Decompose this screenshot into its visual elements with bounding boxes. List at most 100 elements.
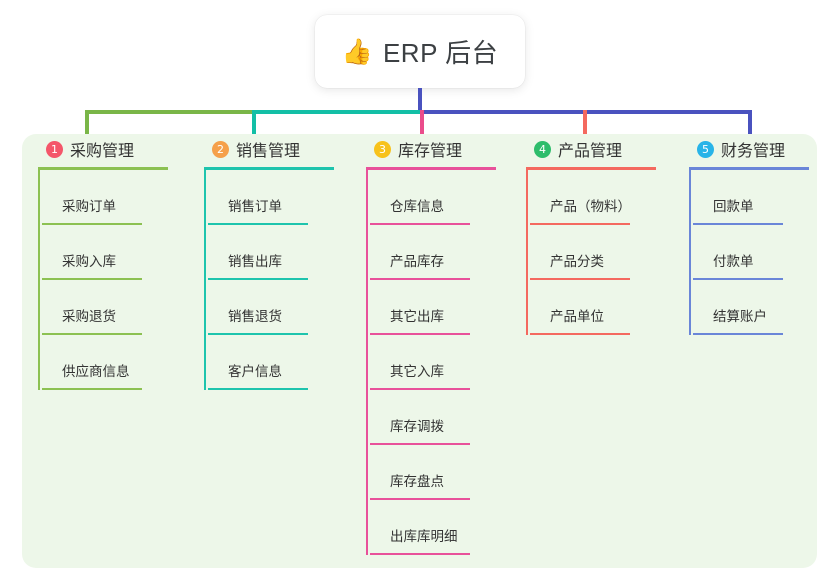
category-number-badge: 4 — [534, 140, 551, 158]
menu-item-underline — [208, 223, 308, 225]
menu-item[interactable]: 出库库明细 — [366, 500, 512, 555]
menu-item[interactable]: 产品（物料） — [526, 170, 672, 225]
menu-item[interactable]: 采购退货 — [38, 280, 184, 335]
menu-item-underline — [42, 388, 142, 390]
menu-item[interactable]: 其它入库 — [366, 335, 512, 390]
menu-item[interactable]: 销售退货 — [204, 280, 350, 335]
menu-item-label: 回款单 — [713, 199, 754, 214]
category-title: 库存管理 — [398, 143, 463, 160]
menu-item[interactable]: 产品库存 — [366, 225, 512, 280]
category-column: 5 财务管理回款单付款单结算账户 — [685, 134, 825, 335]
category-underline — [366, 167, 496, 170]
menu-item-underline — [370, 388, 470, 390]
menu-item-underline — [42, 278, 142, 280]
menu-item-label: 销售退货 — [228, 309, 282, 324]
menu-item[interactable]: 库存盘点 — [366, 445, 512, 500]
category-underline — [38, 167, 168, 170]
category-header[interactable]: 3 库存管理 — [362, 134, 512, 164]
category-column: 3 库存管理仓库信息产品库存其它出库其它入库库存调拨库存盘点出库库明细 — [362, 134, 512, 555]
category-items: 回款单付款单结算账户 — [685, 170, 825, 335]
connector-drop-col-5 — [748, 110, 752, 150]
menu-item[interactable]: 付款单 — [689, 225, 825, 280]
menu-item-underline — [370, 278, 470, 280]
thumbs-up-icon: 👍 — [341, 37, 373, 66]
category-column: 4 产品管理产品（物料） 产品分类产品单位 — [522, 134, 672, 335]
menu-item-label: 采购退货 — [62, 309, 116, 324]
category-column: 1 采购管理采购订单采购入库采购退货供应商信息 — [34, 134, 184, 390]
category-items: 产品（物料） 产品分类产品单位 — [522, 170, 672, 335]
menu-item[interactable]: 产品分类 — [526, 225, 672, 280]
menu-item[interactable]: 产品单位 — [526, 280, 672, 335]
menu-item[interactable]: 结算账户 — [689, 280, 825, 335]
menu-item-underline — [208, 388, 308, 390]
menu-item-underline — [370, 333, 470, 335]
category-header[interactable]: 4 产品管理 — [522, 134, 672, 164]
connector-horizontal-mid — [252, 110, 420, 114]
menu-item-label: 库存盘点 — [390, 474, 444, 489]
menu-item-label: 销售出库 — [228, 254, 282, 269]
category-spine — [38, 170, 40, 390]
connector-drop-col-4 — [583, 110, 587, 150]
category-items: 销售订单销售出库销售退货客户信息 — [200, 170, 350, 390]
category-title: 销售管理 — [236, 143, 301, 160]
category-header[interactable]: 5 财务管理 — [685, 134, 825, 164]
menu-item-label: 结算账户 — [713, 309, 767, 324]
menu-item-underline — [370, 498, 470, 500]
menu-item-label: 付款单 — [713, 254, 754, 269]
category-underline — [204, 167, 334, 170]
menu-item-underline — [693, 333, 783, 335]
menu-item-label: 其它出库 — [390, 309, 444, 324]
category-spine — [366, 170, 368, 555]
menu-item[interactable]: 采购订单 — [38, 170, 184, 225]
menu-item[interactable]: 库存调拨 — [366, 390, 512, 445]
menu-item-label: 产品库存 — [390, 254, 444, 269]
category-header[interactable]: 1 采购管理 — [34, 134, 184, 164]
menu-item[interactable]: 销售出库 — [204, 225, 350, 280]
category-title: 采购管理 — [70, 143, 135, 160]
menu-item[interactable]: 采购入库 — [38, 225, 184, 280]
menu-item-underline — [42, 333, 142, 335]
menu-item-label: 采购入库 — [62, 254, 116, 269]
menu-item-underline — [370, 553, 470, 555]
menu-item-label: 仓库信息 — [390, 199, 444, 214]
root-node-title: ERP 后台 — [382, 38, 499, 68]
menu-item[interactable]: 客户信息 — [204, 335, 350, 390]
connector-drop-col-1 — [85, 110, 89, 150]
menu-item-underline — [530, 333, 630, 335]
menu-item[interactable]: 销售订单 — [204, 170, 350, 225]
menu-item-label: 产品分类 — [550, 254, 604, 269]
menu-item[interactable]: 仓库信息 — [366, 170, 512, 225]
category-items: 仓库信息产品库存其它出库其它入库库存调拨库存盘点出库库明细 — [362, 170, 512, 555]
menu-item[interactable]: 其它出库 — [366, 280, 512, 335]
menu-item[interactable]: 回款单 — [689, 170, 825, 225]
category-title: 财务管理 — [721, 143, 786, 160]
menu-item-label: 客户信息 — [228, 364, 282, 379]
menu-item-underline — [693, 278, 783, 280]
menu-item-label: 库存调拨 — [390, 419, 444, 434]
category-title: 产品管理 — [558, 143, 623, 160]
menu-item-underline — [208, 333, 308, 335]
category-spine — [526, 170, 528, 335]
category-number-badge: 1 — [46, 140, 63, 158]
menu-item-label: 其它入库 — [390, 364, 444, 379]
connector-stem — [418, 88, 422, 114]
category-spine — [689, 170, 691, 335]
menu-item-label: 供应商信息 — [62, 364, 130, 379]
menu-item[interactable]: 供应商信息 — [38, 335, 184, 390]
menu-item-label: 产品单位 — [550, 309, 604, 324]
menu-item-underline — [42, 223, 142, 225]
category-number-badge: 3 — [374, 140, 391, 158]
root-node-card[interactable]: 👍 ERP 后台 — [315, 15, 525, 88]
menu-item-underline — [208, 278, 308, 280]
category-number-badge: 5 — [697, 140, 714, 158]
menu-item-label: 出库库明细 — [390, 529, 458, 544]
menu-item-underline — [530, 223, 630, 225]
connector-drop-col-2 — [252, 110, 256, 150]
menu-item-underline — [693, 223, 783, 225]
root-node-content: 👍 ERP 后台 — [342, 33, 498, 70]
connector-horizontal-left — [85, 110, 252, 114]
menu-item-underline — [370, 443, 470, 445]
